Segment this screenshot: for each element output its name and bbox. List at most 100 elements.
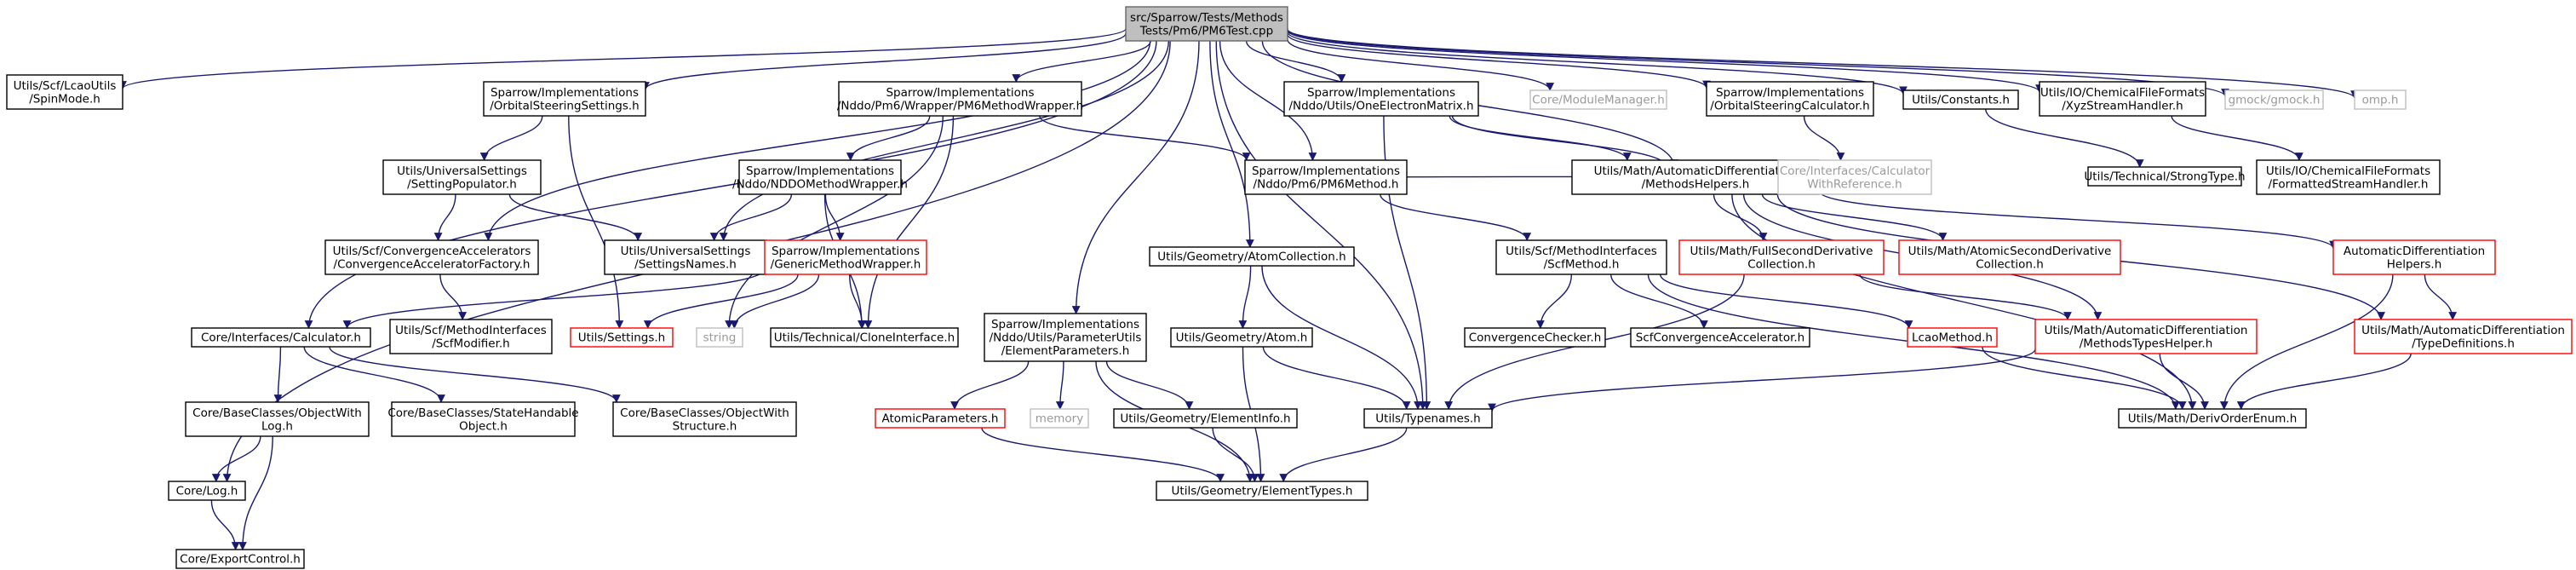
nodes-layer: src/Sparrow/Tests/MethodsTests/Pm6/PM6Te… (6, 6, 2573, 569)
node-memory[interactable]: memory (1030, 408, 1089, 429)
node-scfmodifier[interactable]: Utils/Scf/MethodInterfaces/ScfModifier.h (389, 319, 553, 354)
node-settings[interactable]: Utils/Settings.h (570, 327, 674, 348)
node-scfmethod[interactable]: Utils/Scf/MethodInterfaces/ScfMethod.h (1495, 239, 1667, 275)
node-settnames[interactable]: Utils/UniversalSettings/SettingsNames.h (604, 239, 767, 275)
edge-methhelpers-to-fullsecond (1713, 193, 1768, 241)
edge-root-to-orbsteerset (641, 32, 1127, 90)
node-label-line: Core/ModuleManager.h (1532, 94, 1665, 107)
node-label-line: /MethodsHelpers.h (1642, 177, 1750, 191)
node-elemparams[interactable]: Sparrow/Implementations/Nddo/Utils/Param… (984, 313, 1147, 362)
node-box (2224, 89, 2324, 110)
node-lcaoutils[interactable]: Utils/Scf/LcaoUtils/SpinMode.h (6, 74, 123, 110)
node-atomicparams[interactable]: AtomicParameters.h (875, 408, 1006, 429)
node-nddowrapper[interactable]: Sparrow/Implementations/Nddo/NDDOMethodW… (732, 159, 908, 195)
node-label-line: Helpers.h (2387, 257, 2442, 271)
node-calculator[interactable]: Core/Interfaces/Calculator.h (191, 327, 371, 348)
edge-objlog-to-exportctrl (238, 435, 273, 550)
node-methtypes[interactable]: Utils/Math/AutomaticDifferentiation/Meth… (2034, 319, 2258, 354)
node-settpop[interactable]: Utils/UniversalSettings/SettingPopulator… (382, 159, 542, 195)
node-convacc[interactable]: Utils/Scf/ConvergenceAccelerators/Conver… (324, 239, 539, 275)
node-orbsteercalc[interactable]: Sparrow/Implementations/OrbitalSteeringC… (1706, 81, 1874, 117)
edge-pm6wrapper-to-nddowrapper (846, 115, 931, 161)
node-lcaomethod[interactable]: LcaoMethod.h (1907, 327, 1998, 348)
node-box (1630, 327, 1810, 348)
node-genericwrap[interactable]: Sparrow/Implementations/GenericMethodWra… (764, 239, 927, 275)
node-box (1156, 481, 1368, 501)
node-label-line: /SettingsNames.h (634, 257, 737, 271)
node-string[interactable]: string (696, 327, 743, 348)
node-label-line: Utils/Constants.h (1912, 94, 2010, 107)
node-omp[interactable]: omp.h (2354, 89, 2407, 110)
node-typenames[interactable]: Utils/Typenames.h (1363, 408, 1493, 429)
edge-fullsecond-to-methtypes (1859, 273, 2072, 320)
node-atomicsecond[interactable]: Utils/Math/AtomicSecondDerivativeCollect… (1898, 239, 2121, 275)
node-atom[interactable]: Utils/Geometry/Atom.h (1170, 327, 1313, 348)
node-label-line: Utils/Math/AtomicSecondDerivative (1908, 245, 2112, 258)
node-typedefs[interactable]: Utils/Math/AutomaticDifferentiation/Type… (2354, 319, 2573, 354)
node-box (1706, 81, 1874, 117)
node-constants[interactable]: Utils/Constants.h (1902, 89, 2019, 110)
node-box (2256, 159, 2441, 195)
node-box (6, 74, 123, 110)
node-eleminfo[interactable]: Utils/Geometry/ElementInfo.h (1113, 408, 1298, 429)
node-box (764, 239, 927, 275)
node-pm6wrapper[interactable]: Sparrow/Implementations/Nddo/Pm6/Wrapper… (837, 81, 1083, 117)
node-log[interactable]: Core/Log.h (168, 481, 246, 501)
edge-constants-to-strongtype (1985, 108, 2144, 168)
node-convchecker[interactable]: ConvergenceChecker.h (1464, 327, 1606, 348)
node-box (168, 481, 246, 501)
edge-genericwrap-to-string (730, 273, 820, 329)
node-box (2118, 408, 2307, 429)
node-label-line: string (703, 331, 737, 345)
node-exportctrl[interactable]: Core/ExportControl.h (175, 549, 305, 569)
node-root[interactable]: src/Sparrow/Tests/MethodsTests/Pm6/PM6Te… (1125, 6, 1288, 42)
node-xyz[interactable]: Utils/IO/ChemicalFileFormats/XyzStreamHa… (2039, 81, 2206, 117)
node-label-line: Utils/Geometry/AtomCollection.h (1157, 250, 1345, 264)
edge-convacc-to-scfmodifier (439, 273, 467, 320)
node-clone[interactable]: Utils/Technical/CloneInterface.h (770, 327, 959, 348)
node-scfconvacc[interactable]: ScfConvergenceAccelerator.h (1630, 327, 1810, 348)
node-strongtype[interactable]: Utils/Technical/StrongType.h (2084, 166, 2246, 187)
node-formatted[interactable]: Utils/IO/ChemicalFileFormats/FormattedSt… (2256, 159, 2441, 195)
node-label-line: Sparrow/Implementations (491, 86, 639, 100)
node-label-line: Utils/Math/AutomaticDifferentiation (1594, 164, 1798, 178)
node-orbsteerset[interactable]: Sparrow/Implementations/OrbitalSteeringS… (483, 81, 646, 117)
node-fullsecond[interactable]: Utils/Math/FullSecondDerivativeCollectio… (1678, 239, 1885, 275)
node-derivorder[interactable]: Utils/Math/DerivOrderEnum.h (2118, 408, 2307, 429)
edge-root-to-atomcoll (1209, 40, 1254, 248)
node-oneelec[interactable]: Sparrow/Implementations/Nddo/Utils/OneEl… (1283, 81, 1479, 117)
node-label-line: /ElementParameters.h (1001, 344, 1130, 358)
node-label-line: Sparrow/Implementations (991, 318, 1139, 331)
node-label-line: Utils/Settings.h (578, 331, 665, 345)
edge-root-to-modmgr (1287, 39, 1554, 91)
node-label-line: Utils/Geometry/ElementInfo.h (1120, 412, 1290, 426)
node-calcwithref[interactable]: Core/Interfaces/CalculatorWithReference.… (1777, 159, 1932, 195)
edge-typedefs-to-derivorder (2236, 353, 2412, 410)
node-box (1907, 327, 1998, 348)
node-label-line: Utils/IO/ChemicalFileFormats (2040, 86, 2205, 100)
node-pm6method[interactable]: Sparrow/Implementations/Nddo/Pm6/PM6Meth… (1244, 159, 1408, 195)
edge-atomcoll-to-typenames (1261, 265, 1422, 410)
node-label-line: /Nddo/NDDOMethodWrapper.h (732, 177, 908, 191)
node-label-line: Sparrow/Implementations (772, 245, 920, 258)
node-label-line: Utils/Scf/LcaoUtils (14, 79, 117, 93)
node-label-line: /FormattedStreamHandler.h (2269, 177, 2429, 191)
node-atomcoll[interactable]: Utils/Geometry/AtomCollection.h (1149, 246, 1355, 267)
node-modmgr[interactable]: Core/ModuleManager.h (1529, 89, 1667, 110)
edge-root-to-elemparams (1071, 40, 1200, 314)
edge-root-to-convacc (484, 40, 1151, 241)
node-box (1902, 89, 2019, 110)
edge-autodiffhelpers-to-derivorder (2219, 273, 2394, 410)
node-gmock[interactable]: gmock/gmock.h (2224, 89, 2324, 110)
node-label-line: /Nddo/Utils/ParameterUtils (990, 331, 1142, 345)
node-label-line: Utils/Geometry/ElementTypes.h (1172, 485, 1353, 498)
node-label-line: Core/Interfaces/Calculator (1780, 164, 1931, 178)
edge-calculator-to-objlog (273, 346, 283, 403)
node-elemtypes[interactable]: Utils/Geometry/ElementTypes.h (1156, 481, 1368, 501)
node-label-line: Log.h (261, 419, 293, 433)
edge-orbsteerset-to-settings (568, 115, 624, 329)
